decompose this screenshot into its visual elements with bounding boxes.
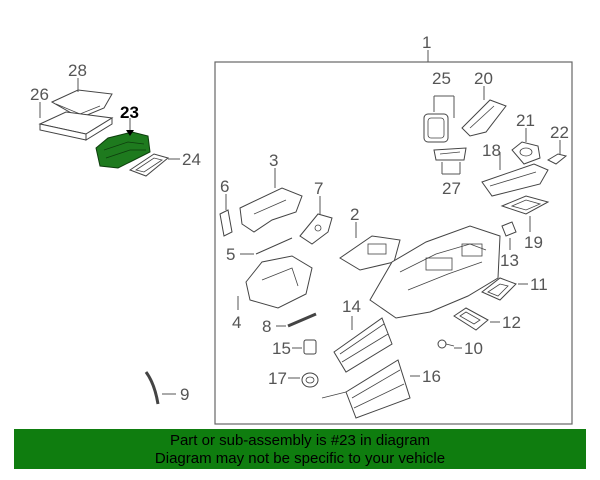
callout-11: 11 <box>530 275 548 294</box>
part-6-bracket <box>219 209 233 237</box>
callout-13: 13 <box>500 251 519 270</box>
part-16-evaporator <box>321 359 411 419</box>
callout-7: 7 <box>314 179 323 198</box>
part-12-panel <box>453 307 489 331</box>
part-9-hose <box>144 371 160 405</box>
banner-line-disclaimer: Diagram may not be specific to your vehi… <box>154 450 446 467</box>
part-13-block <box>501 221 517 237</box>
callout-5: 5 <box>226 245 235 264</box>
assembly-frame <box>214 61 573 425</box>
part-22-clip <box>546 153 568 165</box>
part-20-duct <box>461 99 507 137</box>
callout-24: 24 <box>182 150 201 169</box>
part-2-module <box>339 235 401 271</box>
part-19-seal <box>500 195 550 215</box>
part-4-lower-housing <box>245 255 313 309</box>
callout-6: 6 <box>220 177 229 196</box>
callout-1: 1 <box>422 33 431 52</box>
callout-8: 8 <box>262 317 271 336</box>
part-7-bracket <box>299 213 333 245</box>
callout-3: 3 <box>269 151 278 170</box>
callout-14: 14 <box>342 297 361 316</box>
callout-17: 17 <box>268 369 287 388</box>
part-11-vent <box>481 277 517 301</box>
callout-9: 9 <box>180 385 189 404</box>
part-27-door <box>433 147 467 161</box>
callout-18: 18 <box>482 141 501 160</box>
part-21-actuator <box>511 141 541 165</box>
callout-26: 26 <box>30 85 49 104</box>
banner-line-part: Part or sub-assembly is #23 in diagram <box>169 432 431 449</box>
callout-16: 16 <box>422 367 441 386</box>
callout-21: 21 <box>516 111 535 130</box>
callout-20: 20 <box>474 69 493 88</box>
part-15-sensor <box>303 339 317 355</box>
callout-25: 25 <box>432 69 451 88</box>
callout-23: 23 <box>120 103 139 122</box>
part-10-fitting <box>437 339 455 349</box>
callout-15: 15 <box>272 339 291 358</box>
info-banner: Part or sub-assembly is #23 in diagram D… <box>14 429 586 469</box>
callout-28: 28 <box>68 61 87 80</box>
part-17-grommet <box>301 372 319 388</box>
callout-4: 4 <box>232 313 241 332</box>
callout-19: 19 <box>524 233 543 252</box>
part-26-filter-element <box>38 111 114 141</box>
callout-10: 10 <box>464 339 483 358</box>
part-24-gasket <box>128 153 170 177</box>
part-14-heater-core <box>333 317 393 373</box>
callout-12: 12 <box>502 313 521 332</box>
part-25-blower <box>423 113 449 143</box>
part-3-support <box>239 187 303 233</box>
hvac-main-case <box>369 225 501 319</box>
callout-27: 27 <box>442 179 461 198</box>
callout-2: 2 <box>350 205 359 224</box>
callout-22: 22 <box>550 123 569 142</box>
part-23-highlighted <box>95 131 151 169</box>
part-18-duct <box>481 163 549 197</box>
